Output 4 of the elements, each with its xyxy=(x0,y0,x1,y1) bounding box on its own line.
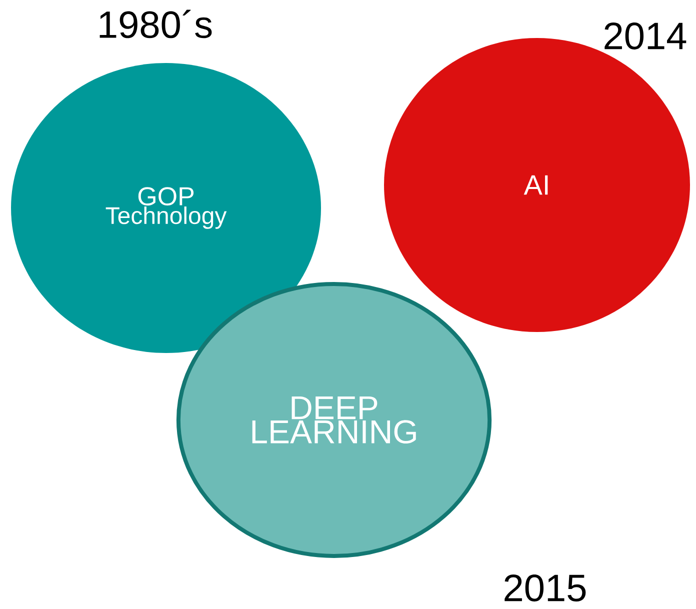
circle-node: DEEP LEARNING xyxy=(176,282,492,558)
year-label: 1980´s xyxy=(100,10,212,38)
year-label: 2015 xyxy=(504,574,586,602)
circle-node: GOP Technology xyxy=(11,63,321,353)
